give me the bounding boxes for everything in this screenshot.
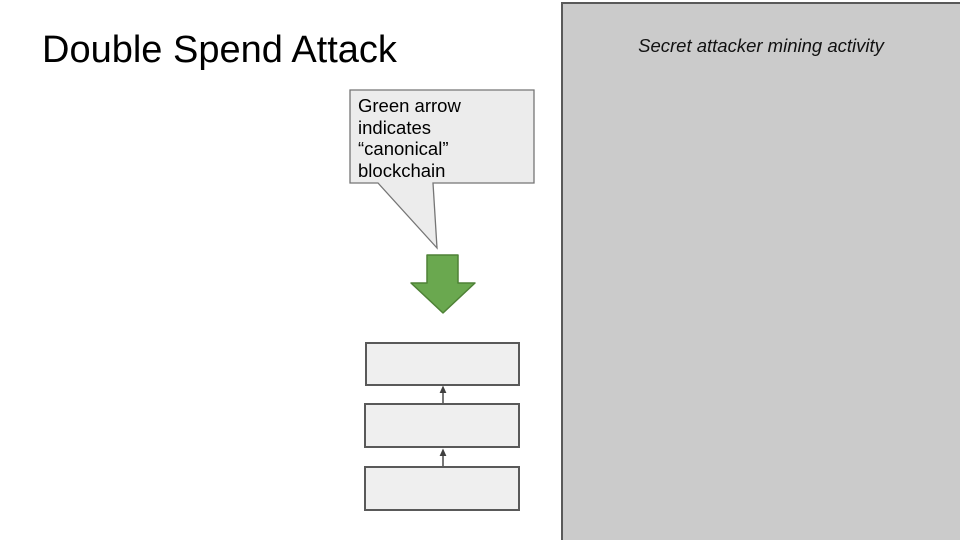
secret-mining-panel: Secret attacker mining activity [561,2,960,540]
blockchain-block [365,342,520,386]
blockchain-block [364,403,520,448]
callout-text-line: Green arrow [358,95,461,116]
callout-text-line: “canonical” [358,138,449,160]
callout-text-line: indicates [358,116,432,138]
panel-caption: Secret attacker mining activity [638,35,884,56]
callout-text-line: blockchain [358,159,446,181]
green-down-arrow-icon [410,254,476,314]
block-link-arrow-icon [439,385,447,403]
block-link-arrow-icon [439,448,447,466]
callout-bubble [349,89,535,250]
callout-text: Green arrow indicates “canonical” blockc… [358,95,530,181]
slide-title: Double Spend Attack [42,29,397,71]
blockchain-block [364,466,520,511]
